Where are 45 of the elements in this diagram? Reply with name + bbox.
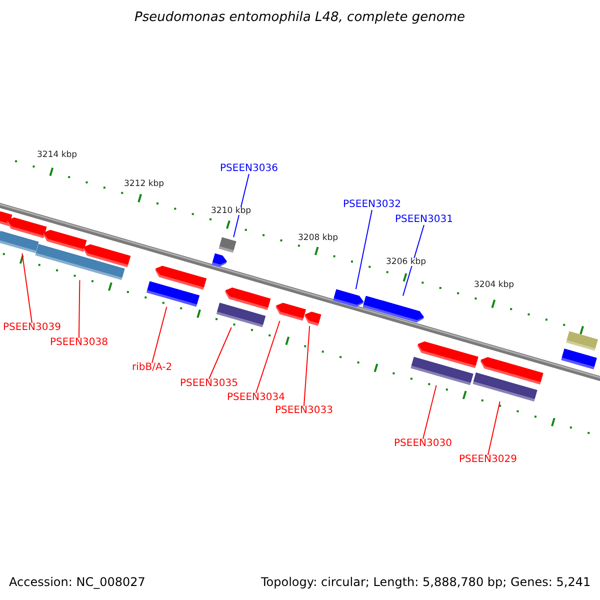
gene-label: PSEEN3036 [220, 164, 278, 174]
leader-line [487, 401, 500, 456]
leader-line [303, 325, 310, 406]
gene-label: PSEEN3031 [395, 215, 453, 225]
gene-bar [218, 237, 236, 253]
leader-line [402, 224, 424, 296]
gene-label: PSEEN3030 [394, 439, 452, 449]
leader-line [255, 320, 280, 394]
scale-label: 3214 kbp [37, 150, 78, 159]
title: Pseudomonas entomophila L48, complete genome [134, 11, 466, 24]
leader-line [22, 252, 32, 324]
gene-block [332, 289, 366, 309]
gene-label: PSEEN3035 [180, 379, 238, 389]
scale-label: 3210 kbp [211, 206, 252, 215]
scale-label: 3206 kbp [386, 258, 426, 266]
gene-block [81, 242, 131, 268]
leader-line [422, 384, 437, 440]
scale-label: 3208 kbp [298, 234, 338, 242]
gene-label: PSEEN3032 [343, 200, 401, 210]
leader-line [208, 326, 232, 380]
gene-label: PSEEN3034 [227, 393, 285, 403]
gene-label: PSEEN3038 [50, 338, 108, 348]
footer-text: Accession: NC_008027 [9, 576, 146, 588]
gene-bar [561, 348, 597, 370]
gene-block [302, 310, 322, 326]
leader-line [152, 306, 168, 364]
gene-bar [566, 331, 598, 351]
leader-line [233, 174, 250, 238]
gene-block [274, 301, 306, 321]
gene-block [153, 264, 207, 290]
gene-block [478, 355, 544, 385]
gene-label: PSEEN3033 [275, 406, 333, 416]
gene-label: ribB/A-2 [132, 363, 172, 373]
gene-label: PSEEN3039 [3, 323, 61, 333]
gene-block [5, 216, 47, 238]
leader-line [78, 280, 80, 338]
scale-label: 3212 kbp [124, 180, 164, 188]
footer-text: Topology: circular; Length: 5,888,780 bp; Genes: 5,241 [261, 576, 591, 588]
gene-block [212, 253, 228, 269]
leader-line [355, 210, 372, 290]
gene-block [416, 340, 478, 368]
gene-block [223, 286, 271, 310]
scale-label: 3204 kbp [474, 280, 514, 289]
gene-block [362, 296, 426, 324]
gene-label: PSEEN3029 [459, 455, 517, 465]
